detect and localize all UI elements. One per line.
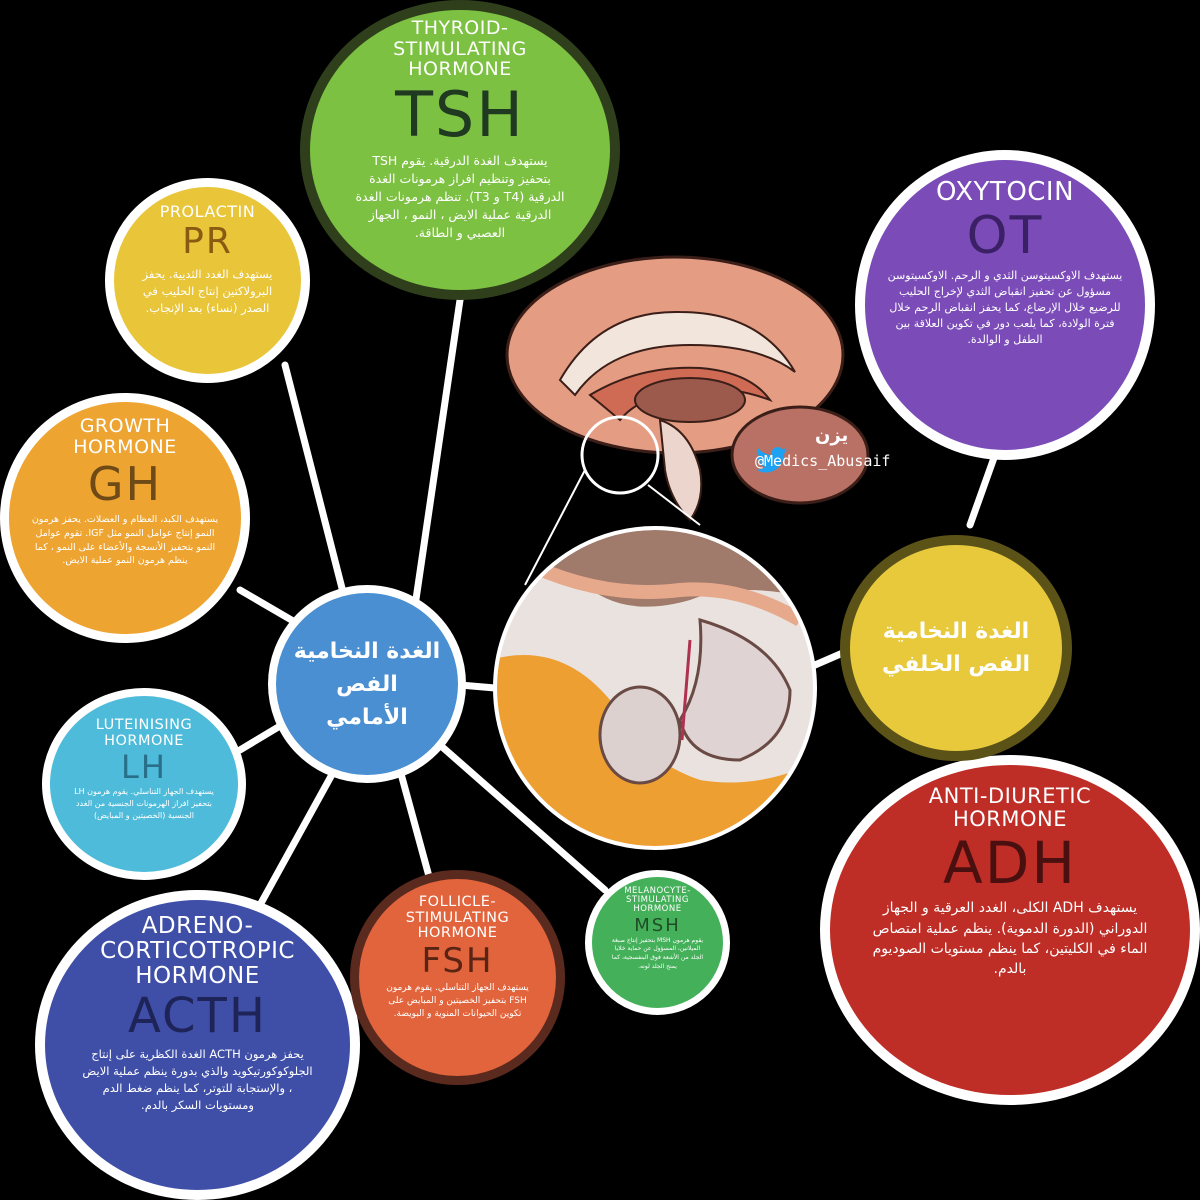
- link-growth: [236, 586, 304, 629]
- growth-hormone-title: GROWTH HORMONE: [73, 415, 177, 458]
- posterior-lobe-circle: الغدة النخامية الفص الخلفي: [840, 535, 1072, 761]
- prolactin-circle: PROLACTIN PR يستهدف الغدد الثديية. يحفز …: [105, 178, 310, 383]
- growth-hormone-abbr: GH: [87, 457, 163, 512]
- link-msh: [436, 741, 609, 894]
- brain-illustration: [505, 255, 870, 522]
- lh-abbr: LH: [121, 748, 167, 787]
- acth-circle: ADRENO- CORTICOTROPIC HORMONE ACTH يحفز …: [35, 890, 360, 1200]
- tsh-abbr: TSH: [395, 77, 525, 151]
- link-tsh: [406, 296, 464, 644]
- link-prolactin: [281, 361, 349, 604]
- msh-description: يقوم هرمون MSH بتحفيز إنتاج صبغة الميلان…: [611, 936, 704, 970]
- link-fsh: [396, 766, 434, 884]
- fsh-title: FOLLICLE- STIMULATING HORMONE: [405, 894, 510, 942]
- credit-handle: @Medics_Abusaif: [755, 452, 891, 470]
- prolactin-abbr: PR: [182, 221, 233, 263]
- tsh-title: THYROID- STIMULATING HORMONE: [393, 17, 527, 81]
- lh-circle: LUTEINISING HORMONE LH يستهدف الجهاز الت…: [42, 688, 246, 880]
- oxytocin-abbr: OT: [966, 206, 1044, 267]
- msh-title: MELANOCYTE- STIMULATING HORMONE: [624, 886, 691, 915]
- lh-description: يستهدف الجهاز التناسلي. يقوم هرمون LH بت…: [74, 787, 214, 820]
- anterior-lobe-circle: الغدة النخامية الفص الأمامي: [268, 585, 466, 783]
- zoomed-pituitary-illustration: [493, 526, 817, 850]
- tsh-description: يستهدف الغدة الدرقية. يقوم TSH بتحفيز وت…: [355, 152, 565, 241]
- prolactin-title: PROLACTIN: [159, 202, 256, 221]
- adh-description: يستهدف ADH الكلى، الغدد العرقية و الجهاز…: [872, 900, 1148, 978]
- adh-abbr: ADH: [943, 829, 1077, 898]
- adh-circle: ANTI-DIURETIC HORMONE ADH يستهدف ADH الك…: [820, 755, 1200, 1105]
- credit-name: يزن: [815, 425, 849, 446]
- posterior-lobe-label: الغدة النخامية الفص الخلفي: [881, 619, 1031, 677]
- fsh-abbr: FSH: [421, 940, 494, 981]
- acth-description: يحفز هرمون ACTH الغدة الكظرية على إنتاج …: [82, 1047, 313, 1112]
- zoom-source-circle: [580, 415, 660, 495]
- adh-title: ANTI-DIURETIC HORMONE: [928, 784, 1092, 831]
- credit-handle-row: @Medics_Abusaif: [755, 447, 890, 475]
- acth-abbr: ACTH: [128, 988, 267, 1045]
- growth-hormone-circle: GROWTH HORMONE GH يستهدف الكبد، العظام و…: [0, 393, 250, 643]
- msh-abbr: MSH: [634, 914, 681, 936]
- oxytocin-description: يستهدف الاوكسيتوسن الثدي و الرحم. الاوكس…: [887, 269, 1123, 346]
- fsh-description: يستهدف الجهاز التناسلي. يقوم هرمون FSH ب…: [386, 982, 529, 1020]
- prolactin-description: يستهدف الغدد الثديية. يحفز البرولاكتين إ…: [142, 267, 273, 315]
- twitter-bird-icon: [756, 447, 788, 473]
- link-acth: [256, 756, 344, 909]
- link-oxytocin: [966, 451, 999, 529]
- growth-hormone-description: يستهدف الكبد، العظام و العضلات. يحفز هرم…: [31, 514, 219, 567]
- msh-circle: MELANOCYTE- STIMULATING HORMONE MSH يقوم…: [585, 870, 730, 1015]
- oxytocin-circle: OXYTOCIN OT يستهدف الاوكسيتوسن الثدي و ا…: [855, 150, 1155, 460]
- lh-title: LUTEINISING HORMONE: [95, 717, 193, 749]
- acth-title: ADRENO- CORTICOTROPIC HORMONE: [100, 913, 295, 989]
- anterior-lobe-label: الغدة النخامية الفص الأمامي: [293, 638, 441, 730]
- oxytocin-title: OXYTOCIN: [935, 177, 1075, 207]
- fsh-circle: FOLLICLE- STIMULATING HORMONE FSH يستهدف…: [350, 870, 565, 1085]
- tsh-circle: THYROID- STIMULATING HORMONE TSH يستهدف …: [300, 0, 620, 300]
